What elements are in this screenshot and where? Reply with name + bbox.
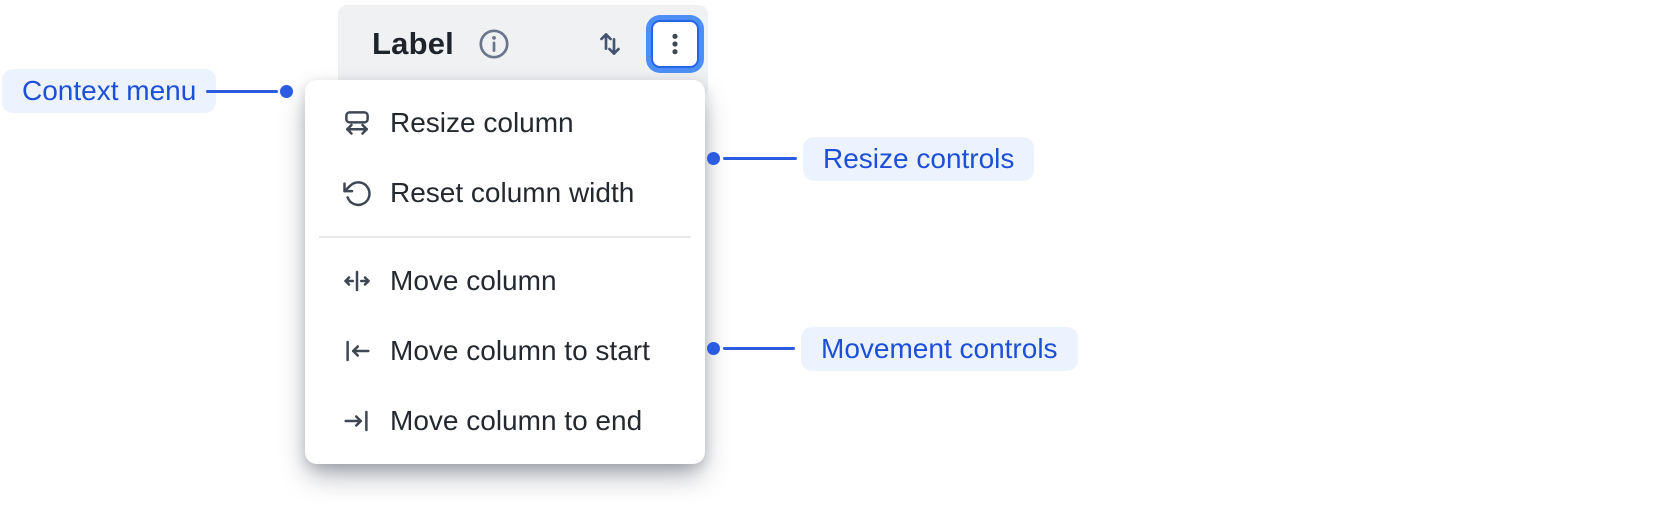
column-menu-button[interactable] (646, 15, 704, 73)
menu-divider (319, 236, 691, 238)
annotation-pill-resize-controls: Resize controls (803, 137, 1035, 181)
annotation-dot (707, 152, 720, 165)
annotation-pill-movement-controls: Movement controls (801, 327, 1078, 371)
rotate-ccw-icon (341, 177, 373, 209)
resize-column-icon (341, 107, 373, 139)
arrow-to-end-icon (341, 405, 373, 437)
context-menu: Resize column Reset column width Move co… (305, 80, 705, 464)
more-vertical-icon (651, 20, 699, 68)
sort-icon[interactable] (594, 28, 626, 60)
menu-item-label: Move column (390, 265, 557, 296)
info-icon[interactable] (476, 26, 512, 62)
annotation-dot (280, 85, 293, 98)
menu-item-move-column-to-end[interactable]: Move column to end (305, 386, 705, 456)
menu-item-label: Reset column width (390, 177, 635, 208)
menu-item-label: Move column to end (390, 405, 643, 436)
menu-item-reset-column-width[interactable]: Reset column width (305, 158, 705, 228)
menu-item-move-column-to-start[interactable]: Move column to start (305, 316, 705, 386)
menu-item-label: Resize column (390, 107, 574, 138)
annotation-dot (707, 342, 720, 355)
annotation-connector (723, 347, 795, 350)
menu-item-move-column[interactable]: Move column (305, 246, 705, 316)
move-horizontal-icon (341, 265, 373, 297)
annotation-connector (723, 157, 797, 160)
menu-item-resize-column[interactable]: Resize column (305, 88, 705, 158)
annotation-pill-context-menu: Context menu (2, 69, 217, 113)
column-title: Label (372, 26, 454, 61)
arrow-to-start-icon (341, 335, 373, 367)
menu-item-label: Move column to start (390, 335, 650, 366)
annotation-connector (206, 90, 278, 93)
